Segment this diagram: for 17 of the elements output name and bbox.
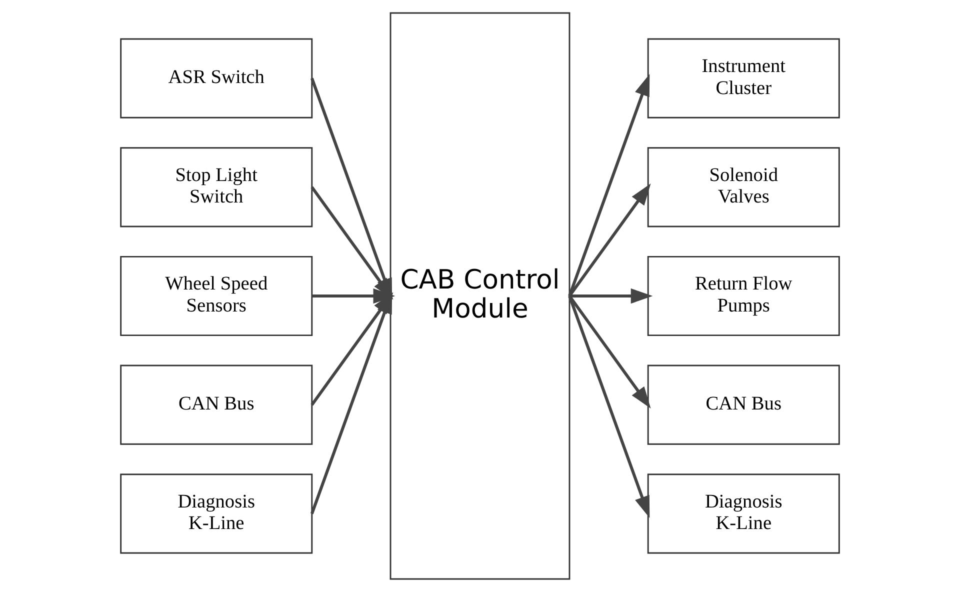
node-box: CAB Control Module bbox=[390, 12, 570, 580]
node-box: ASR Switch bbox=[120, 38, 313, 118]
arrow bbox=[312, 288, 396, 304]
node-box: Stop Light Switch bbox=[120, 147, 313, 228]
node-box: CAN Bus bbox=[120, 364, 313, 445]
node-box: CAN Bus bbox=[647, 364, 840, 445]
node-box: Diagnosis K-Line bbox=[647, 474, 840, 554]
node-box: Diagnosis K-Line bbox=[120, 474, 313, 554]
arrow bbox=[568, 295, 650, 518]
arrow bbox=[568, 74, 650, 297]
node-box: Return Flow Pumps bbox=[647, 256, 840, 336]
arrow bbox=[570, 288, 653, 304]
node-box: Wheel Speed Sensors bbox=[120, 256, 313, 336]
node-box: Instrument Cluster bbox=[647, 38, 840, 118]
arrow bbox=[568, 295, 651, 409]
node-box: Solenoid Valves bbox=[647, 147, 840, 228]
arrow bbox=[568, 183, 651, 297]
